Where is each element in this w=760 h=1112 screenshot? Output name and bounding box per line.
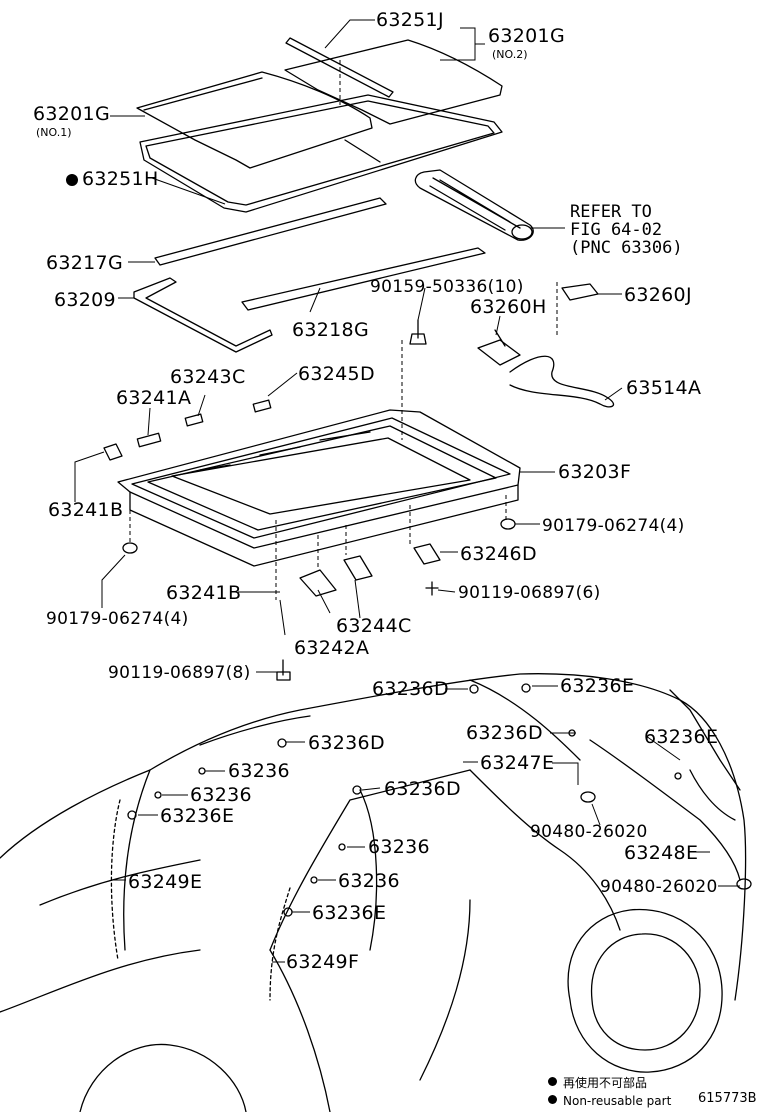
strip-63217g [155, 198, 386, 265]
strip-63218g [242, 248, 485, 310]
clip-90179-right [501, 519, 515, 529]
non-reusable-dot-icon [548, 1095, 557, 1104]
sunshade-roll [415, 170, 533, 240]
label-63248e: 63248E [624, 842, 699, 864]
label-refer-2: FIG 64-02 [570, 220, 663, 240]
label-90179-left: 90179-06274(4) [46, 609, 189, 629]
label-63201g-no2-sub: (NO.2) [492, 48, 528, 61]
deflector-63209 [134, 278, 272, 352]
label-63249f: 63249F [286, 951, 360, 973]
label-90179-right: 90179-06274(4) [542, 516, 685, 536]
clip-90179-left [123, 543, 137, 553]
drain-hose-63249e [111, 800, 120, 960]
screw-90159 [410, 320, 426, 344]
label-63241b-mid: 63241B [166, 582, 242, 604]
bolt-90119-right [426, 582, 438, 595]
label-refer-1: REFER TO [570, 202, 652, 222]
label-63241b-left: 63241B [48, 499, 124, 521]
label-63247e: 63247E [480, 752, 555, 774]
bracket-63244c [344, 556, 372, 580]
drain-hose-63247e [470, 680, 580, 760]
label-63236e-b: 63236E [644, 726, 719, 748]
label-90119-right: 90119-06897(6) [458, 583, 601, 603]
label-63243c: 63243C [170, 366, 246, 388]
label-63251h: 63251H [82, 168, 159, 190]
label-63514a: 63514A [626, 377, 702, 399]
connector-63260j [562, 284, 598, 300]
label-63209: 63209 [54, 289, 116, 311]
label-63244c: 63244C [336, 615, 412, 637]
label-63217g: 63217G [46, 252, 123, 274]
glass-panel-no2 [285, 40, 502, 124]
bracket-63243c [185, 414, 203, 426]
label-63251j: 63251J [376, 9, 444, 31]
label-90159: 90159-50336(10) [370, 277, 524, 297]
label-63236d-a: 63236D [372, 678, 449, 700]
label-63260j: 63260J [624, 284, 692, 306]
non-reusable-dot-63251h [66, 174, 78, 186]
cable-63514a [510, 356, 613, 407]
sunroof-frame-63203f [118, 410, 520, 548]
label-63245d: 63245D [298, 363, 375, 385]
label-63246d: 63246D [460, 543, 537, 565]
label-63236-d: 63236 [338, 870, 400, 892]
label-63242a: 63242A [294, 637, 370, 659]
legend-jp-text: 再使用不可部品 [563, 1076, 648, 1090]
bracket-63245d [253, 400, 271, 412]
label-63236d-b: 63236D [308, 732, 385, 754]
glass-panel-no1 [137, 72, 372, 168]
drain-hose-63249f [270, 888, 290, 1000]
bracket-63241a [137, 433, 160, 446]
label-63236-a: 63236 [228, 760, 290, 782]
label-63201g-no2: 63201G [488, 25, 565, 47]
label-90119-left: 90119-06897(8) [108, 663, 251, 683]
bracket-63246d [414, 544, 440, 564]
label-63236d-d: 63236D [384, 778, 461, 800]
label-63260h: 63260H [470, 296, 547, 318]
label-refer-3: (PNC 63306) [570, 238, 683, 258]
bracket-63241b [104, 444, 122, 460]
label-63236e-a: 63236E [560, 675, 635, 697]
rear-wheel [568, 910, 722, 1073]
label-63236d-c: 63236D [466, 722, 543, 744]
label-63241a: 63241A [116, 387, 192, 409]
label-63218g: 63218G [292, 319, 369, 341]
label-63236-b: 63236 [190, 784, 252, 806]
legend-line-2: Non-reusable part [548, 1094, 671, 1108]
weatherstrip-strip-63251j [286, 38, 393, 97]
label-63201g-no1: 63201G [33, 103, 110, 125]
label-63236e-d: 63236E [312, 902, 387, 924]
bracket-63242a [300, 570, 336, 596]
label-63201g-no1-sub: (NO.1) [36, 126, 72, 139]
bolt-90119-left [277, 660, 290, 680]
non-reusable-dot-icon [548, 1077, 557, 1086]
label-90480-b: 90480-26020 [600, 877, 718, 897]
legend-line-1: 再使用不可部品 [548, 1076, 647, 1090]
label-63236e-c: 63236E [160, 805, 235, 827]
label-63203f: 63203F [558, 461, 632, 483]
motor-63260h [478, 340, 520, 365]
figure-id: 615773B [698, 1091, 757, 1106]
label-63249e: 63249E [128, 871, 203, 893]
label-90480-a: 90480-26020 [530, 822, 648, 842]
leader-lines [75, 20, 740, 962]
drain-hose-63248e [590, 740, 740, 880]
label-63236-c: 63236 [368, 836, 430, 858]
legend-en-text: Non-reusable part [563, 1094, 672, 1108]
seal-ring-63251h [140, 95, 502, 212]
